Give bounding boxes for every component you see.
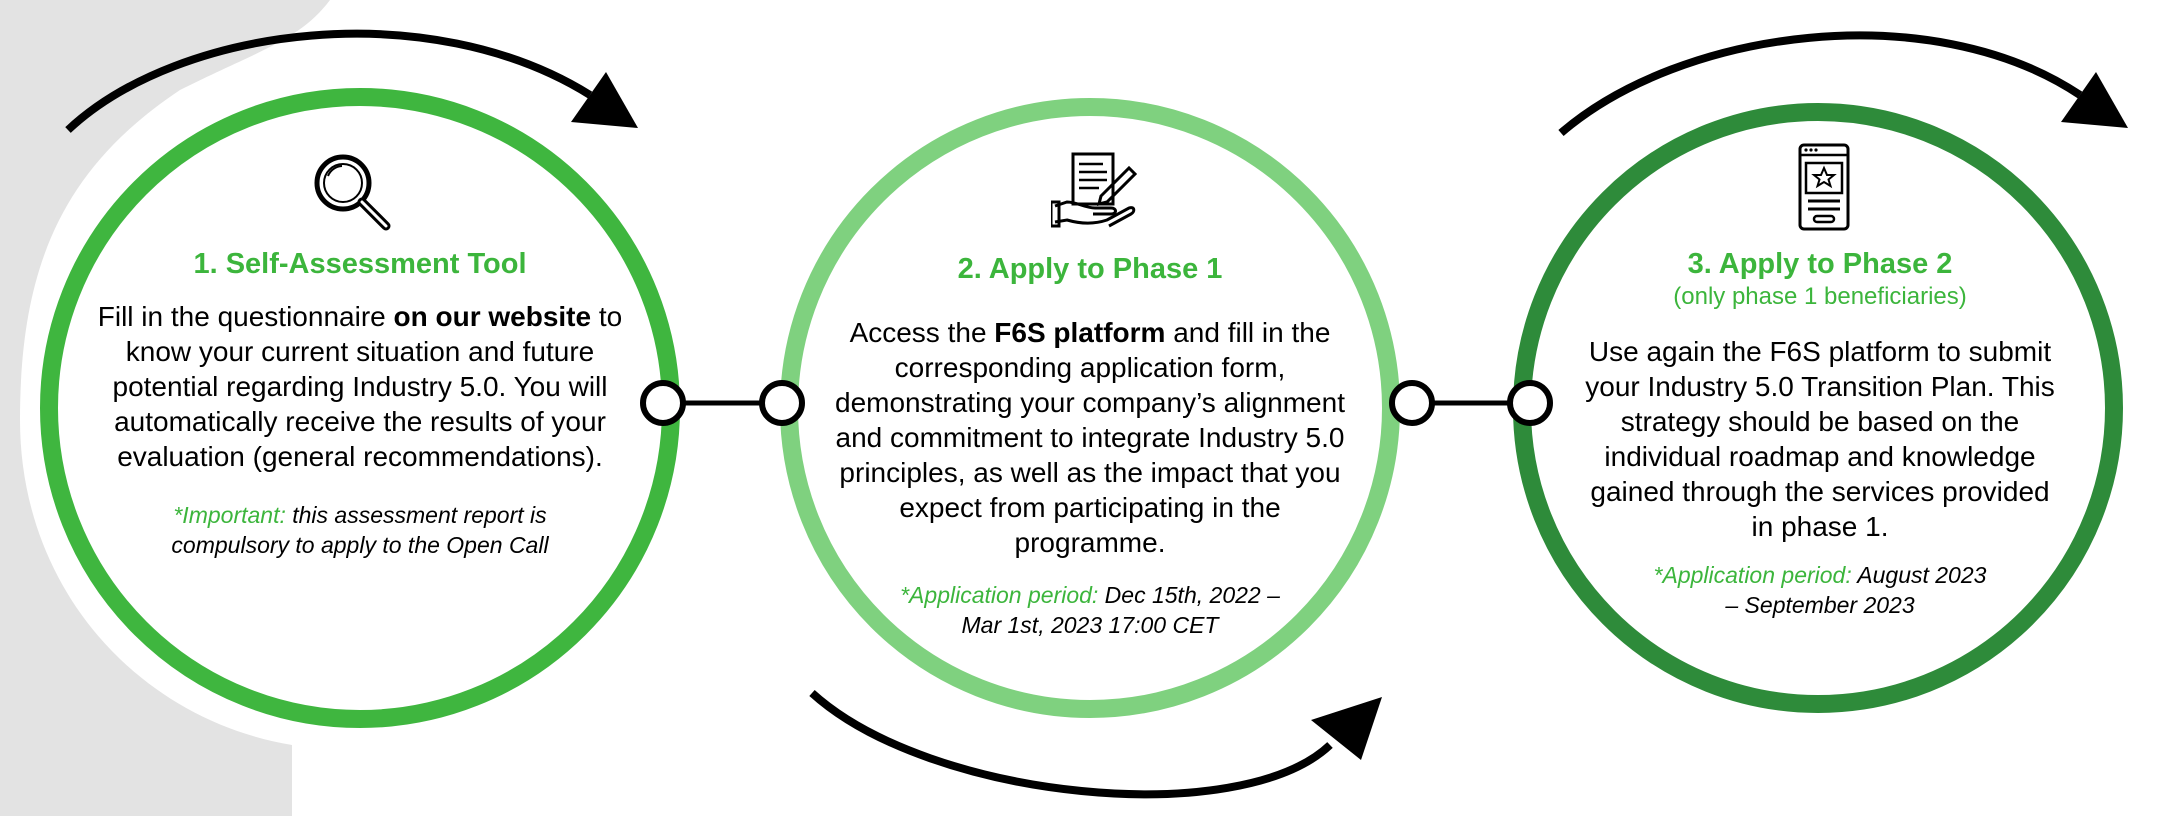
- connector-2-3: [1389, 380, 1553, 426]
- step3-title: 3. Apply to Phase 2: [1687, 248, 1953, 280]
- website-link-text: on our website: [393, 301, 592, 332]
- f6s-platform-text: F6S platform: [994, 317, 1166, 348]
- step3-subtitle: (only phase 1 beneficiaries): [1673, 283, 1967, 310]
- step1-title: 1. Self-Assessment Tool: [193, 248, 527, 280]
- step1-note-label: *Important:: [173, 502, 286, 528]
- step2-body-text-cont: and fill in the corresponding applicatio…: [835, 317, 1345, 558]
- step1-content: 1. Self-Assessment Tool Fill in the ques…: [80, 246, 640, 560]
- step3-content: 3. Apply to Phase 2 (only phase 1 benefi…: [1570, 246, 2070, 620]
- step3-note-text: August 2023 – September 2023: [1725, 562, 1987, 618]
- step2-body: Access the F6S platform and fill in the …: [820, 315, 1360, 560]
- step1-note-text: this assessment report is compulsory to …: [171, 502, 549, 558]
- step3-body: Use again the F6S platform to submit you…: [1570, 334, 2070, 544]
- step3-note-label: *Application period:: [1653, 562, 1852, 588]
- step1-body-text: Fill in the questionnaire: [97, 301, 394, 332]
- step1-body: Fill in the questionnaire on our website…: [80, 299, 640, 474]
- connector-1-2: [640, 380, 805, 426]
- step2-note-text: Dec 15th, 2022 – Mar 1st, 2023 17:00 CET: [961, 582, 1280, 638]
- step3-body-text: Use again the F6S platform to submit you…: [1585, 336, 2055, 542]
- step2-title: 2. Apply to Phase 1: [957, 253, 1223, 285]
- arrow-bottom-middle: [809, 690, 1382, 799]
- step1-body-text-cont: to know your current situation and futur…: [112, 301, 623, 472]
- signed-document-icon: [1051, 152, 1137, 228]
- step1-note: *Important: this assessment report is co…: [80, 500, 640, 560]
- background-gray-shape: [0, 0, 330, 816]
- arrow-top-left: [65, 29, 638, 133]
- step2-note: *Application period: Dec 15th, 2022 – Ma…: [820, 580, 1360, 640]
- step2-body-text: Access the: [849, 317, 995, 348]
- web-star-page-icon: [1798, 143, 1850, 231]
- step2-note-label: *Application period:: [900, 582, 1099, 608]
- step3-note: *Application period: August 2023 – Septe…: [1570, 560, 2070, 620]
- step2-content: 2. Apply to Phase 1 Access the F6S platf…: [820, 251, 1360, 640]
- magnifier-icon: [314, 154, 391, 231]
- arrow-top-right: [1558, 31, 2128, 137]
